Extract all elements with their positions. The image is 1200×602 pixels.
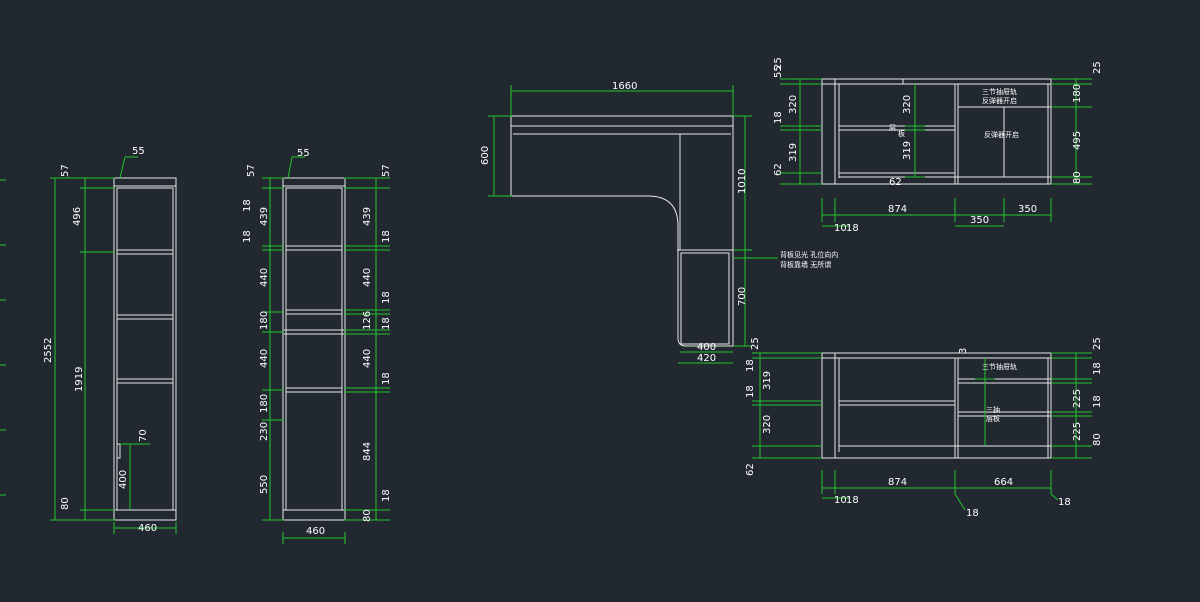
elev-top-side-a: 层 [889, 124, 896, 132]
cabinet-b-l439: 439 [259, 207, 270, 226]
cabinet-b-r18e: 18 [381, 489, 392, 502]
elev-top-in320: 320 [902, 95, 913, 114]
cabinet-b-r80: 80 [362, 509, 373, 522]
elev-bottom-l62: 62 [745, 463, 756, 476]
cabinet-b-r440: 440 [362, 268, 373, 287]
cabinet-a-dim-total: 2552 [43, 338, 54, 363]
elevation-top: 55 25 320 18 319 62 320 319 62 874 350 3… [773, 57, 1103, 234]
cabinet-b-l230: 230 [259, 422, 270, 441]
elev-bottom-l18b: 18 [745, 385, 756, 398]
elev-bottom-r225b: 225 [1072, 422, 1083, 441]
desk-plan-left-dim: 600 [480, 146, 491, 165]
elev-bottom-l18a: 18 [745, 359, 756, 372]
cabinet-a-dim-70: 70 [138, 429, 149, 442]
elev-bottom-b18b: 18 [1058, 497, 1071, 508]
desk-plan-bottom-dim: 420 [697, 353, 716, 364]
cabinet-b-l57: 57 [246, 164, 257, 177]
elev-top-l62: 62 [773, 163, 784, 176]
elev-bottom-label-1: 三节抽屉轨 [982, 362, 1017, 371]
left-edge-ticks [0, 179, 6, 496]
desk-plan-lower-dim: 700 [737, 287, 748, 306]
elev-top-b2: 18 [846, 223, 859, 234]
elev-top-w350a: 350 [970, 215, 989, 226]
elev-top-l25: 25 [773, 57, 784, 70]
cabinet-a-dim-55: 55 [132, 146, 145, 157]
elev-top-label-3: 反弹器开启 [984, 130, 1019, 139]
cabinet-b-r18c: 18 [381, 317, 392, 330]
elev-top-r180: 180 [1072, 84, 1083, 103]
cabinet-a-dim-57: 57 [60, 164, 71, 177]
elev-top-r80: 80 [1072, 171, 1083, 184]
elev-bottom-b2: 18 [846, 495, 859, 506]
elev-top-w874: 874 [888, 204, 907, 215]
elev-bottom-w664: 664 [994, 477, 1013, 488]
elev-top-b1: 10 [834, 223, 847, 234]
elevation-top-outline [821, 78, 1052, 185]
cabinet-b-outline [282, 177, 346, 521]
elev-bottom-w874: 874 [888, 477, 907, 488]
elev-top-l18: 18 [773, 111, 784, 124]
elev-top-l319: 319 [788, 143, 799, 162]
cabinet-b-width: 460 [306, 526, 325, 537]
elev-bottom-b18a: 18 [966, 508, 979, 519]
desk-plan-note-2: 背板靠墙 无所谓 [780, 260, 831, 269]
cabinet-a-dim-496: 496 [72, 207, 83, 226]
elev-top-w350b: 350 [1018, 204, 1037, 215]
elev-bottom-r225a: 225 [1072, 389, 1083, 408]
elev-top-l320: 320 [788, 95, 799, 114]
cabinet-b-l18b: 18 [242, 230, 253, 243]
cabinet-b-r440b: 440 [362, 349, 373, 368]
cabinet-b: 55 57 18 439 18 440 180 440 180 230 550 … [242, 148, 392, 544]
desk-plan: 1660 600 1010 700 400 420 25 背板见光 孔位向内 背… [480, 81, 838, 364]
elev-top-side-b: 板 [898, 129, 905, 138]
elev-top-r495: 495 [1072, 131, 1083, 150]
cabinet-a-width: 460 [138, 523, 157, 534]
elev-bottom-s3: 3 [958, 348, 969, 354]
elev-bottom-l320: 320 [762, 415, 773, 434]
cabinet-a-outline [113, 177, 177, 521]
cabinet-b-r18b: 18 [381, 291, 392, 304]
cabinet-a-inner [116, 187, 174, 511]
desk-plan-note-1: 背板见光 孔位向内 [780, 250, 838, 259]
elev-bottom-l319: 319 [762, 371, 773, 390]
cabinet-a: 55 57 496 2552 1919 70 400 80 460 [43, 146, 177, 534]
elev-top-label-1: 三节抽屉轨 [982, 87, 1017, 96]
desk-plan-small-dim: 25 [750, 337, 761, 350]
desk-plan-right-dim: 1010 [737, 169, 748, 194]
cabinet-b-l180b: 180 [259, 394, 270, 413]
cabinet-b-r439: 439 [362, 207, 373, 226]
cabinet-a-dim-80: 80 [60, 497, 71, 510]
elev-bottom-label-2: 三抽 [986, 405, 1000, 414]
elev-top-in62: 62 [889, 177, 902, 188]
elev-top-in319: 319 [902, 141, 913, 160]
cabinet-a-dim-400: 400 [118, 470, 129, 489]
cabinet-b-r18d: 18 [381, 372, 392, 385]
elev-bottom-b1: 10 [834, 495, 847, 506]
cabinet-b-l550: 550 [259, 475, 270, 494]
desk-plan-inner-dim: 400 [697, 342, 716, 353]
cabinet-b-r126: 126 [362, 311, 373, 330]
cabinet-b-r18a: 18 [381, 230, 392, 243]
cabinet-b-l180a: 180 [259, 311, 270, 330]
elev-top-label-2: 反弹器开启 [982, 96, 1017, 105]
cabinet-b-dim-55: 55 [297, 148, 310, 159]
elev-bottom-r80: 80 [1092, 433, 1103, 446]
cabinet-b-l18a: 18 [242, 199, 253, 212]
elev-top-l55: 55 [773, 65, 784, 78]
elev-bottom-r25: 25 [1092, 337, 1103, 350]
cabinet-b-r844: 844 [362, 442, 373, 461]
elev-bottom-label-3: 层板 [986, 414, 1000, 423]
cabinet-b-l440a: 440 [259, 268, 270, 287]
desk-plan-outline [510, 115, 734, 347]
cabinet-b-l440b: 440 [259, 349, 270, 368]
cabinet-b-r57: 57 [381, 164, 392, 177]
elev-bottom-r18a: 18 [1092, 362, 1103, 375]
elevation-bottom: 18 319 18 320 62 3 874 664 10 18 18 18 2… [745, 337, 1103, 519]
elev-top-r25: 25 [1092, 61, 1103, 74]
elev-bottom-r18b: 18 [1092, 395, 1103, 408]
cabinet-a-dim-1919: 1919 [74, 367, 85, 392]
desk-plan-top-dim: 1660 [612, 81, 637, 92]
